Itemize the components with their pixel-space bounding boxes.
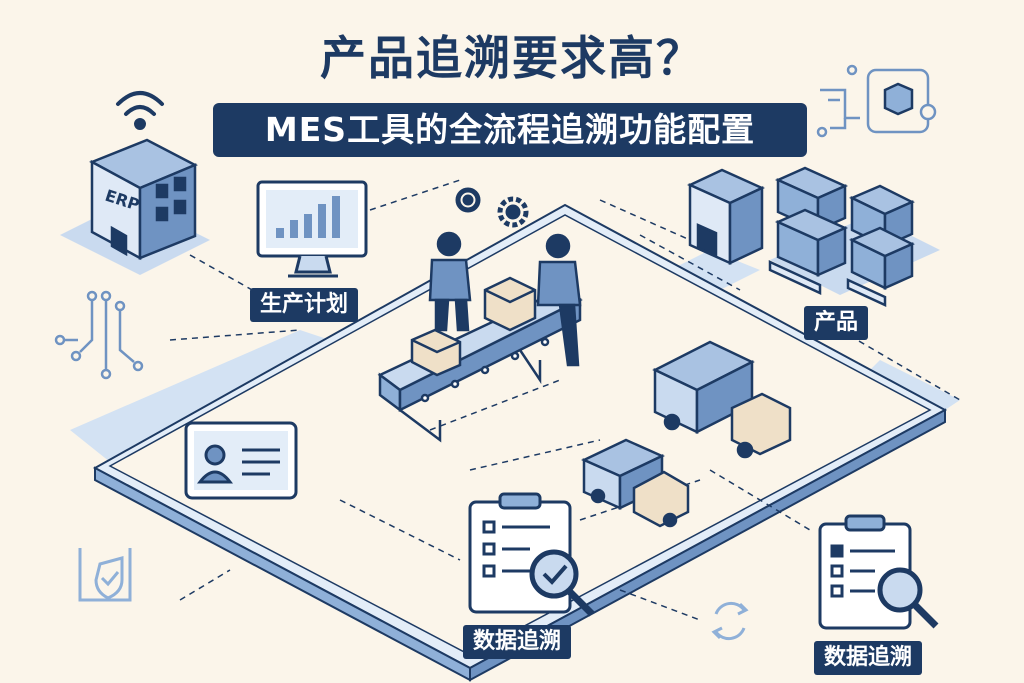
page-subtitle-banner: MES工具的全流程追溯功能配置 (213, 103, 807, 157)
workers-conveyor-icon (377, 231, 583, 443)
dashed-connectors (169, 179, 961, 621)
wifi-icon (116, 91, 164, 130)
shield-check-icon (78, 548, 132, 602)
page-title: 产品追溯要求高？ (320, 31, 704, 85)
monitor-chart-icon (256, 180, 368, 278)
platform (92, 203, 948, 682)
stacked-boxes-icon (768, 166, 940, 307)
erp-building-icon (60, 138, 210, 275)
warehouse-icon (687, 168, 765, 265)
checklist-magnifier-icon-2 (818, 514, 939, 630)
delivery-truck-icon (581, 340, 792, 528)
sync-icon (711, 601, 749, 641)
label-production-plan: 生产计划 (250, 288, 359, 322)
checklist-magnifier-icon (468, 492, 595, 617)
network-box-icon (816, 64, 937, 138)
circuit-icon (54, 290, 144, 380)
id-card-icon (184, 421, 298, 500)
label-product: 产品 (804, 306, 869, 340)
gear-icon (455, 187, 529, 228)
label-data-trace-2: 数据追溯 (814, 641, 923, 675)
label-data-trace: 数据追溯 (463, 625, 572, 659)
